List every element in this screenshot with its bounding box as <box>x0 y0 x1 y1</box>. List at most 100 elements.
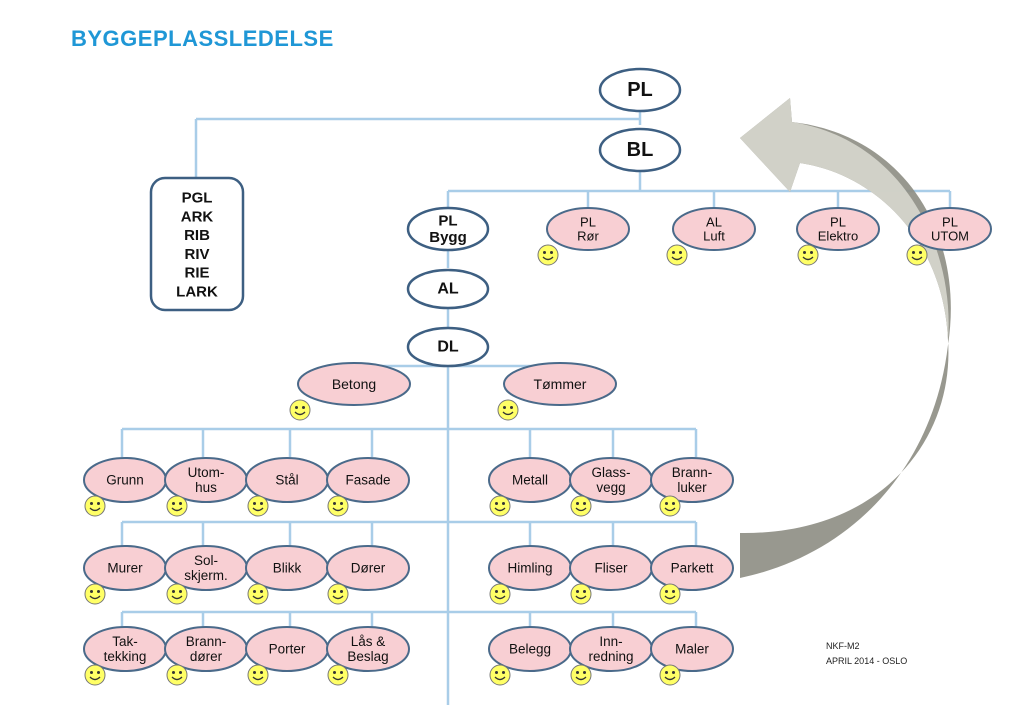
node-innredning: Inn-redning <box>569 626 653 672</box>
page-title: BYGGEPLASSLEDELSE <box>71 26 334 51</box>
smiley-icon <box>327 495 349 517</box>
node-fliser: Fliser <box>569 545 653 591</box>
node-las-beslag-label: Beslag <box>347 649 388 664</box>
node-utomhus-label: Utom- <box>188 465 225 480</box>
node-betong: Betong <box>297 362 411 406</box>
consultant-label: RIE <box>184 265 209 282</box>
node-belegg: Belegg <box>488 626 572 672</box>
node-innredning-label: Inn- <box>599 634 622 649</box>
node-brannluker-label: Brann- <box>672 465 713 480</box>
node-pl-utom-label: UTOM <box>931 229 969 244</box>
node-betong-label: Betong <box>332 376 376 392</box>
smiley-icon <box>659 583 681 605</box>
node-taktekking-label: Tak- <box>112 634 138 649</box>
node-branndorer-label: Brann- <box>186 634 227 649</box>
node-murer: Murer <box>83 545 167 591</box>
node-las-beslag-label: Lås & <box>351 634 386 649</box>
smiley-icon <box>666 244 688 266</box>
smiley-icon <box>570 495 592 517</box>
node-dorer: Dører <box>326 545 410 591</box>
node-porter-label: Porter <box>269 642 306 657</box>
smiley-icon <box>570 583 592 605</box>
smiley-icon <box>247 495 269 517</box>
node-pl-ror-label: PL <box>580 214 596 229</box>
node-parkett: Parkett <box>650 545 734 591</box>
smiley-icon <box>489 495 511 517</box>
smiley-icon <box>84 583 106 605</box>
node-pl-label: PL <box>627 79 653 101</box>
org-nodes: PGLARKRIBRIVRIELARKPLBLPLByggALDLPLRørAL… <box>83 67 992 686</box>
node-glassvegg-label: Glass- <box>591 465 630 480</box>
node-maler: Maler <box>650 626 734 672</box>
smiley-icon <box>289 399 311 421</box>
node-branndorer: Brann-dører <box>164 626 248 672</box>
node-solskjerm-label: Sol- <box>194 553 218 568</box>
node-metall-label: Metall <box>512 473 548 488</box>
node-innredning-label: redning <box>588 649 633 664</box>
node-brannluker-label: luker <box>677 480 707 495</box>
smiley-icon <box>166 664 188 686</box>
node-al-label: AL <box>437 281 459 298</box>
arrow-head <box>740 98 949 340</box>
node-fasade-label: Fasade <box>345 473 390 488</box>
smiley-icon <box>570 664 592 686</box>
node-branndorer-label: dører <box>190 649 223 664</box>
node-pl-ror-label: Rør <box>577 229 599 244</box>
consultant-label: RIB <box>184 227 210 244</box>
node-grunn-label: Grunn <box>106 473 144 488</box>
node-parkett-label: Parkett <box>671 561 714 576</box>
footer-date-place: APRIL 2014 - OSLO <box>826 656 908 666</box>
node-metall: Metall <box>488 457 572 503</box>
node-blikk-label: Blikk <box>273 561 302 576</box>
node-glassvegg: Glass-vegg <box>569 457 653 503</box>
smiley-icon <box>247 583 269 605</box>
smiley-icon <box>659 664 681 686</box>
smiley-icon <box>489 583 511 605</box>
node-himling-label: Himling <box>507 561 552 576</box>
node-porter: Porter <box>245 626 329 672</box>
smiley-icon <box>489 664 511 686</box>
consultant-label: ARK <box>181 208 214 225</box>
node-brannluker: Brann-luker <box>650 457 734 503</box>
consultant-label: RIV <box>184 246 209 263</box>
node-pl-utom-label: PL <box>942 214 958 229</box>
node-dl-label: DL <box>437 339 459 356</box>
node-las-beslag: Lås &Beslag <box>326 626 410 672</box>
node-bl-label: BL <box>627 139 654 161</box>
node-solskjerm: Sol-skjerm. <box>164 545 248 591</box>
node-himling: Himling <box>488 545 572 591</box>
node-tommer: Tømmer <box>503 362 617 406</box>
smiley-icon <box>797 244 819 266</box>
node-al-luft-label: AL <box>706 214 722 229</box>
node-murer-label: Murer <box>107 561 143 576</box>
node-solskjerm-label: skjerm. <box>184 568 228 583</box>
node-maler-label: Maler <box>675 642 709 657</box>
smiley-icon <box>247 664 269 686</box>
node-belegg-label: Belegg <box>509 642 551 657</box>
node-fliser-label: Fliser <box>595 561 629 576</box>
smiley-icon <box>84 664 106 686</box>
node-utomhus: Utom-hus <box>164 457 248 503</box>
node-pl: PL <box>598 67 682 113</box>
node-fasade: Fasade <box>326 457 410 503</box>
node-utomhus-label: hus <box>195 480 217 495</box>
node-stal: Stål <box>245 457 329 503</box>
consultant-label: PGL <box>182 190 213 207</box>
smiley-icon <box>659 495 681 517</box>
node-stal-label: Stål <box>275 473 298 488</box>
node-al-luft-label: Luft <box>703 229 725 244</box>
smiley-icon <box>166 495 188 517</box>
smiley-icon <box>166 583 188 605</box>
smiley-icon <box>537 244 559 266</box>
footer-code: NKF-M2 <box>826 641 860 651</box>
node-pl-elektro-label: Elektro <box>818 229 858 244</box>
connector-lines <box>120 110 952 705</box>
smiley-icon <box>327 583 349 605</box>
consultant-label: LARK <box>176 284 218 301</box>
